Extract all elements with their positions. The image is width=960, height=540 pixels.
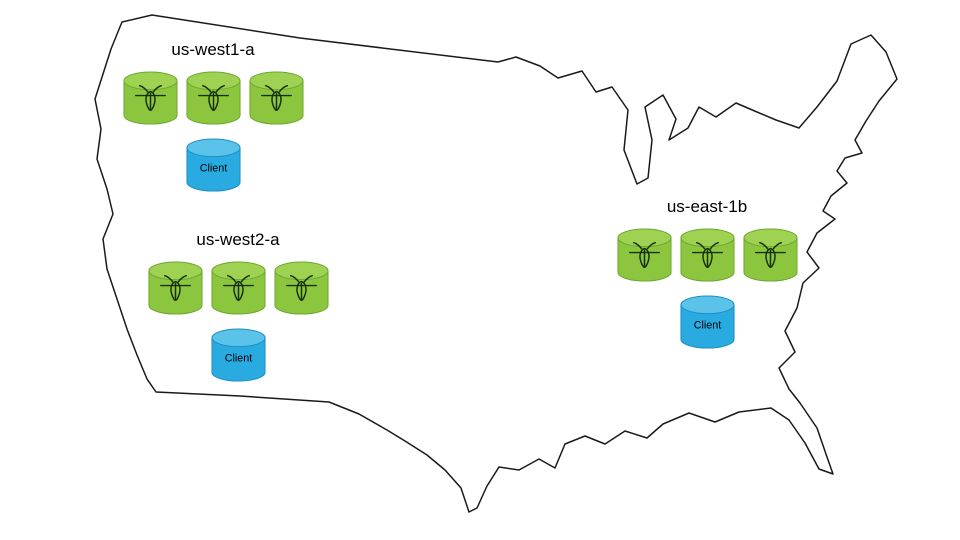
db-node-icon	[121, 69, 180, 128]
node-row	[146, 259, 331, 318]
region-us-east-1b: us-east-1b Client	[612, 197, 802, 352]
db-node-icon	[247, 69, 306, 128]
region-label: us-west2-a	[196, 230, 280, 249]
client-label: Client	[199, 162, 227, 174]
db-node-icon	[272, 259, 331, 318]
db-node-icon	[678, 226, 737, 285]
region-label: us-west1-a	[171, 40, 255, 59]
client-node-icon: Client	[678, 293, 737, 352]
client-node-icon: Client	[184, 136, 243, 195]
db-node-icon	[741, 226, 800, 285]
client-node-icon: Client	[209, 326, 268, 385]
region-label: us-east-1b	[666, 197, 748, 216]
client-label: Client	[224, 352, 252, 364]
db-node-icon	[209, 259, 268, 318]
region-us-west1-a: us-west1-a Client	[118, 40, 308, 195]
db-node-icon	[615, 226, 674, 285]
client-label: Client	[693, 319, 721, 331]
db-node-icon	[146, 259, 205, 318]
db-node-icon	[184, 69, 243, 128]
node-row	[121, 69, 306, 128]
node-row	[615, 226, 800, 285]
region-us-west2-a: us-west2-a Client	[143, 230, 333, 385]
